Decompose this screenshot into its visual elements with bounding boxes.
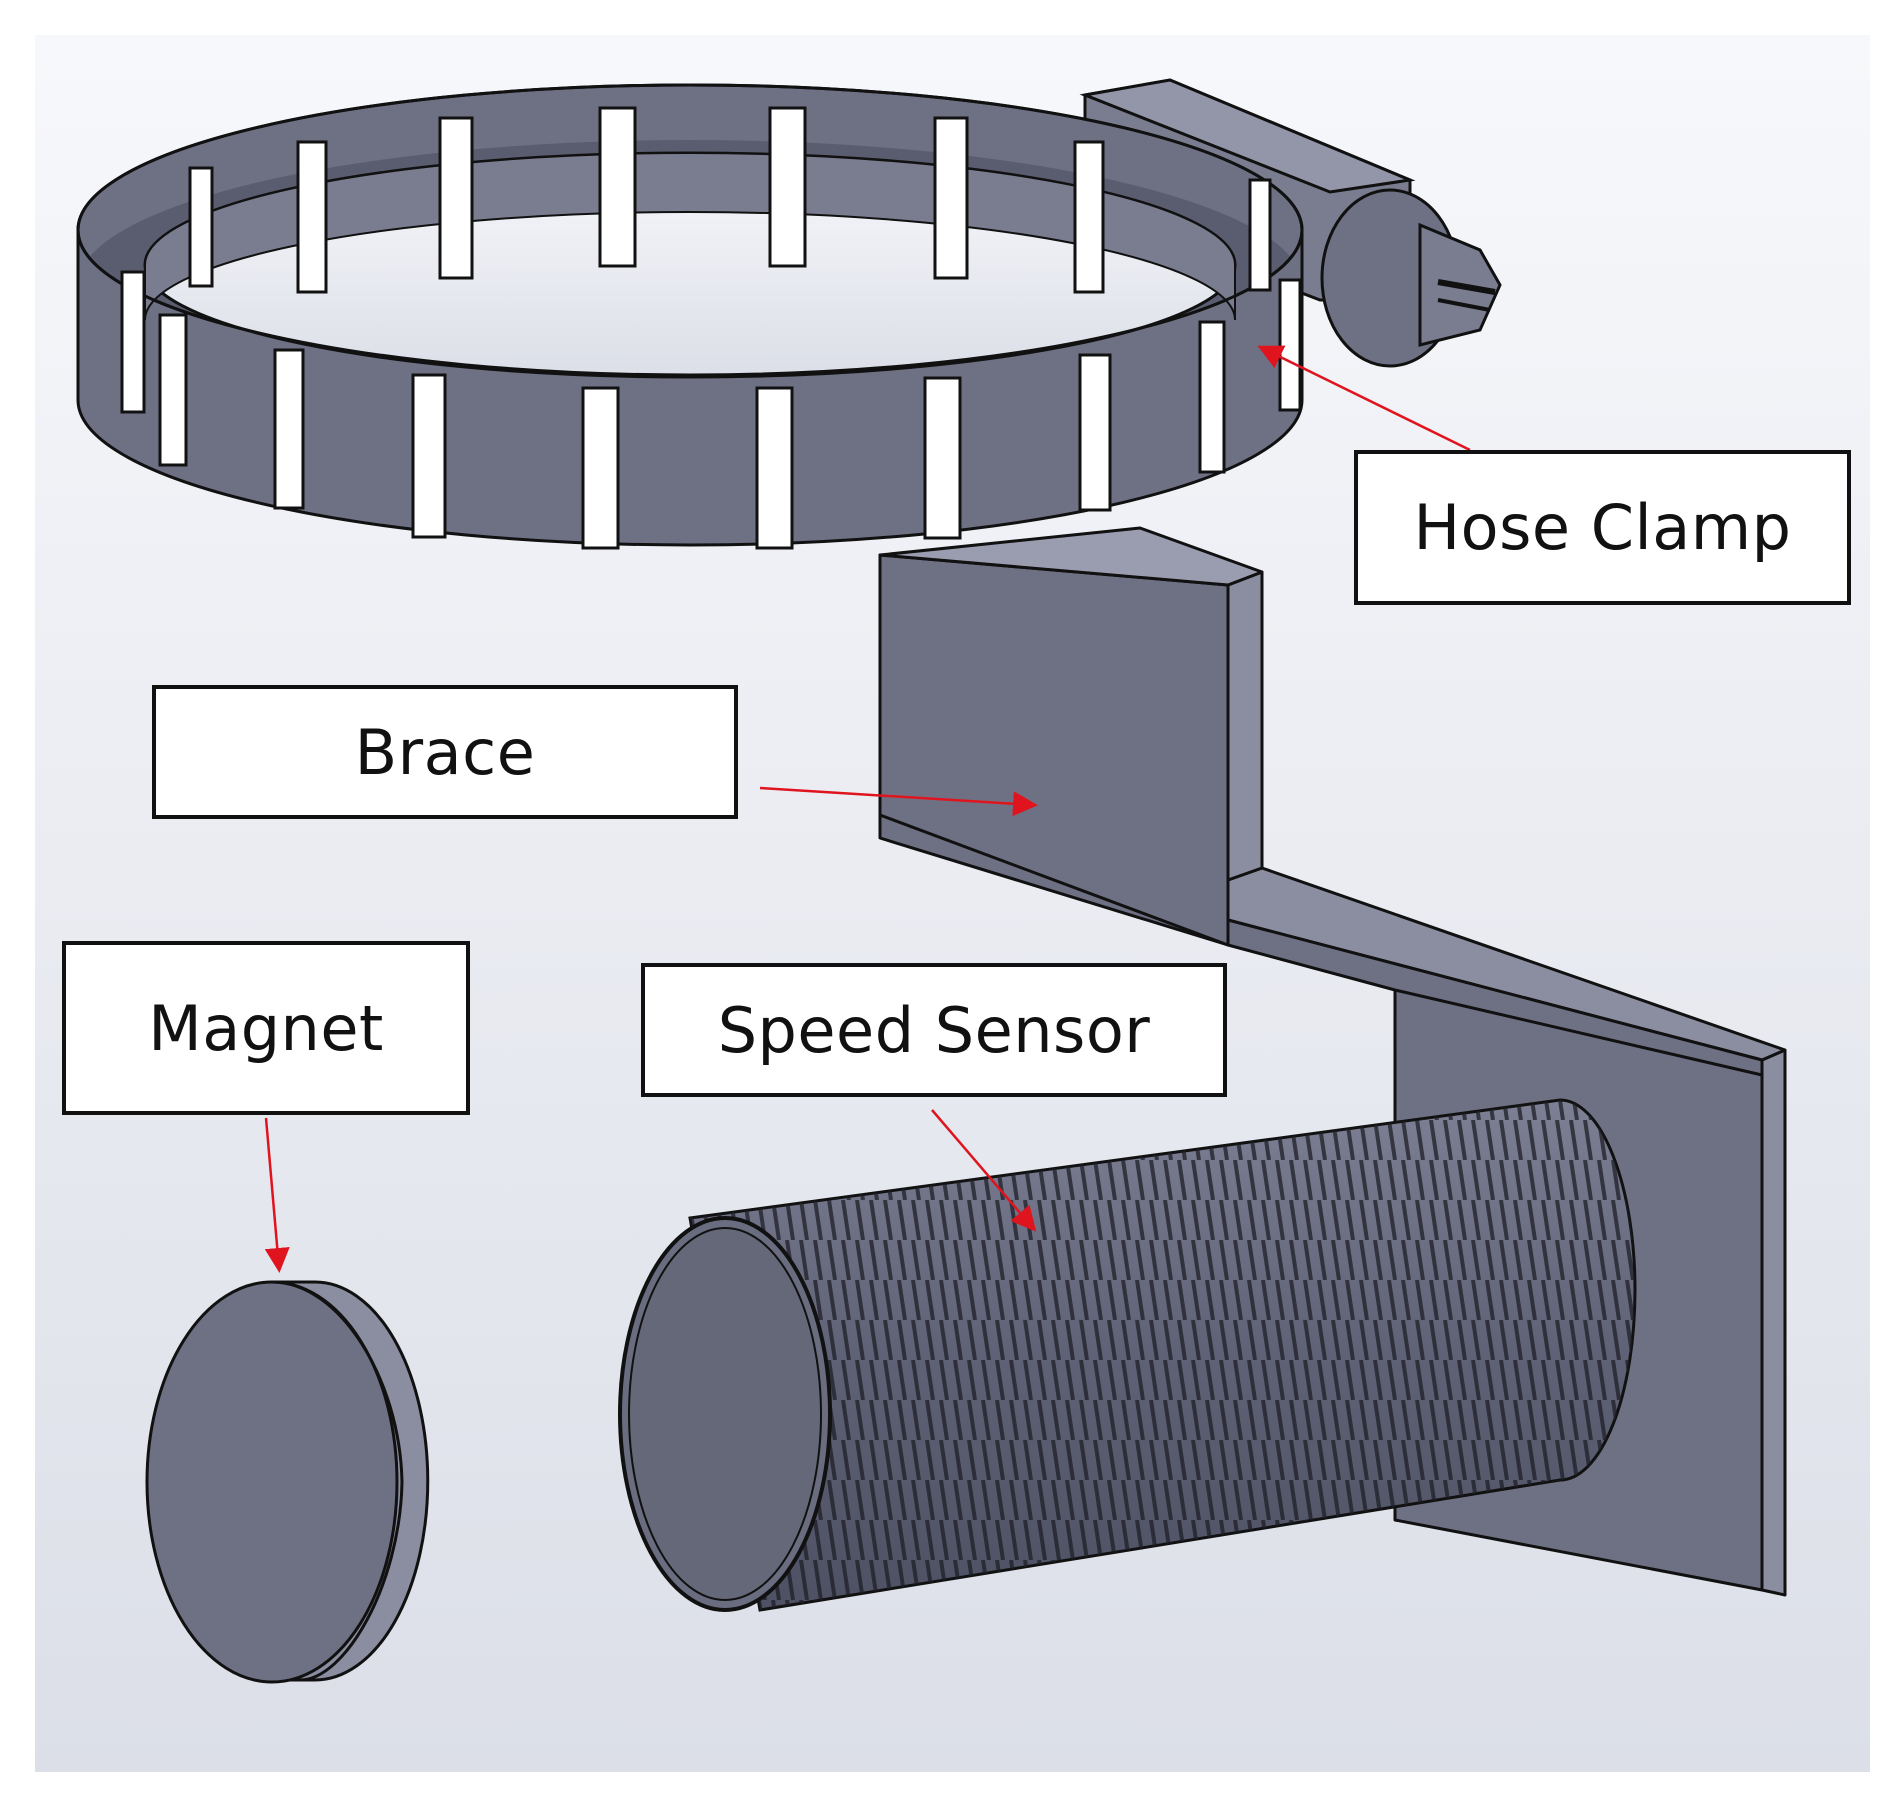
magnet-arrow — [264, 1117, 290, 1273]
speed-sensor-label: Speed Sensor — [641, 963, 1227, 1097]
brace-label: Brace — [152, 685, 738, 819]
brace-arrow — [759, 786, 1038, 817]
callout-arrows — [264, 345, 1471, 1273]
speed-sensor-arrow — [931, 1109, 1037, 1232]
magnet-part — [145, 1280, 430, 1684]
hose-clamp-arrow — [1257, 345, 1471, 452]
hose-clamp-label: Hose Clamp — [1354, 450, 1851, 605]
speed-sensor-part — [618, 1098, 1637, 1612]
magnet-label: Magnet — [62, 941, 470, 1115]
hose-clamp-part — [76, 78, 1502, 550]
